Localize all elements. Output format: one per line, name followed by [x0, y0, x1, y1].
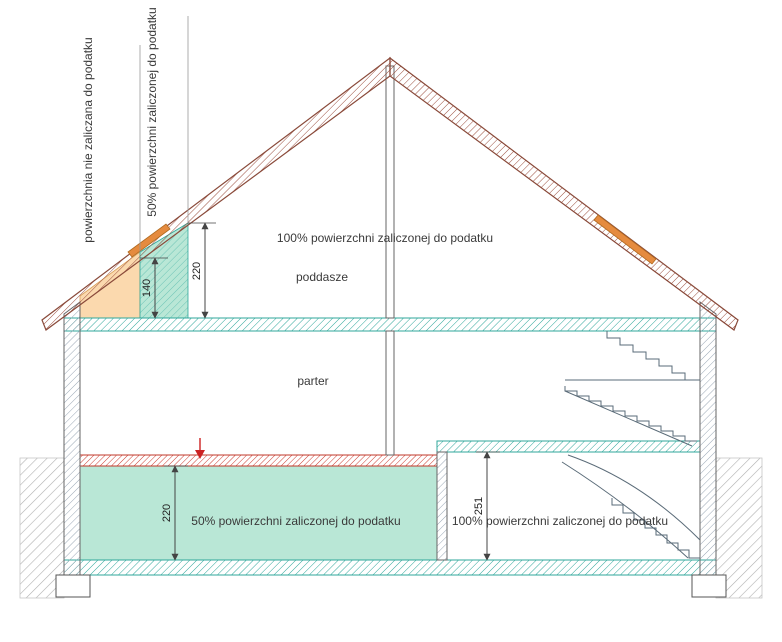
middle-wall-attic — [385, 65, 395, 319]
footing-right — [691, 574, 727, 598]
staircase — [561, 331, 701, 559]
stairs-rail-curve-1 — [567, 454, 701, 541]
basement-floor-slab — [63, 559, 717, 576]
skylight-right-icon — [593, 214, 657, 265]
middle-wall-ground — [385, 330, 395, 456]
stairs-rail-curve-2 — [561, 461, 689, 559]
stairs-mid-flight — [564, 386, 697, 442]
stairs-upper-flight — [606, 331, 700, 381]
roof-right — [389, 56, 739, 331]
basement-50-area — [80, 466, 437, 560]
basement-wall-middle — [436, 451, 448, 561]
roof-left — [41, 56, 391, 331]
red-level-marker-icon — [195, 438, 205, 459]
stairs-stringer-line — [564, 390, 693, 447]
attic-floor-slab — [63, 317, 717, 332]
exterior-wall-left — [63, 301, 81, 576]
dimension-lines — [140, 222, 500, 561]
ground-floor-slab-right — [436, 440, 701, 453]
ground-floor-slab-left — [79, 454, 438, 467]
footing-left — [55, 574, 91, 598]
skylight-left-icon — [127, 223, 171, 258]
exterior-wall-right — [699, 301, 717, 576]
stairs-basement-flight — [611, 498, 700, 559]
